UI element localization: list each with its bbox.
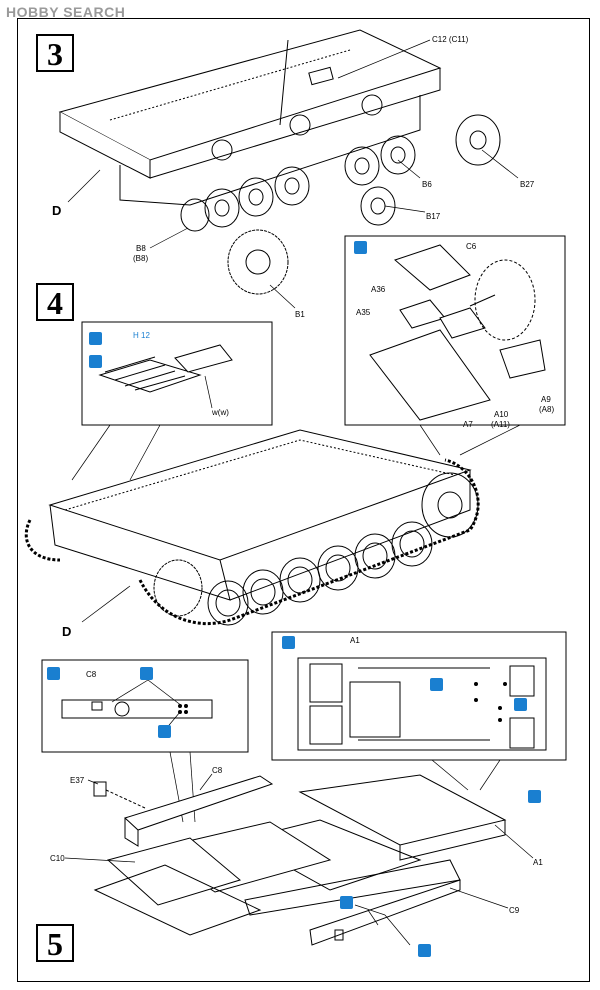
drill-icon-c8	[140, 667, 153, 680]
step3-roadwheels	[180, 94, 501, 295]
step3-leaders	[67, 39, 519, 309]
part-label-a8-alt: (A8)	[539, 405, 555, 414]
step5-main	[93, 774, 507, 946]
part-label-d-step4: D	[62, 624, 72, 639]
part-label-a10: A10	[494, 410, 509, 419]
part-label-b8: B8	[136, 244, 146, 253]
part-label-c10: C10	[50, 854, 65, 863]
part-label-a11-alt: (A11)	[491, 420, 510, 429]
tracklink-ref-label: H 12	[133, 331, 150, 340]
part-label-a9: A9	[541, 395, 551, 404]
part-label-c6: C6	[466, 242, 477, 251]
part-label-e37: E37	[70, 776, 85, 785]
cutter-icon	[89, 355, 102, 368]
step5-leaders	[64, 773, 534, 946]
part-label-b17: B17	[426, 212, 441, 221]
part-label-a7: A7	[463, 420, 473, 429]
hole-open-icon-a1-edge	[528, 790, 541, 803]
c8-detail	[61, 679, 213, 731]
part-label-c9: C9	[509, 906, 520, 915]
hole-open-icon-a1-left	[430, 678, 443, 691]
part-label-b1: B1	[295, 310, 305, 319]
cement-brush-icon-c8	[47, 667, 60, 680]
step-number-4: 4	[36, 283, 74, 321]
drill-icon-c9-lower	[418, 944, 431, 957]
step3-hull	[58, 29, 442, 206]
part-label-c8-inset: C8	[86, 670, 97, 679]
part-label-b6: B6	[422, 180, 432, 189]
part-label-a1-inset: A1	[350, 636, 360, 645]
hole-open-icon-c8	[158, 725, 171, 738]
part-label-a36: A36	[371, 285, 386, 294]
a1-detail	[297, 657, 547, 751]
part-label-ww: w(w)	[212, 408, 229, 417]
part-label-d-step3: D	[52, 203, 62, 218]
watermark-text: HOBBY SEARCH	[6, 4, 126, 20]
part-label-b8-alt: (B8)	[133, 254, 149, 263]
page-frame	[17, 18, 590, 982]
cement-brush-icon-a1	[282, 636, 295, 649]
track-links	[98, 344, 233, 393]
step4-roadwheels	[153, 472, 479, 626]
part-label-c12: C12 (C11)	[432, 35, 469, 44]
step-number-3: 3	[36, 34, 74, 72]
part-label-c8: C8	[212, 766, 223, 775]
part-label-a1: A1	[533, 858, 543, 867]
part-label-b27: B27	[520, 180, 535, 189]
part-label-a35: A35	[356, 308, 371, 317]
cement-brush-icon-detail	[354, 241, 367, 254]
step-number-5: 5	[36, 924, 74, 962]
suspension-detail	[369, 244, 546, 421]
cement-brush-icon	[89, 332, 102, 345]
drill-icon-c9-upper	[340, 896, 353, 909]
step4-hull	[24, 429, 480, 626]
hole-open-icon-a1-right	[514, 698, 527, 711]
